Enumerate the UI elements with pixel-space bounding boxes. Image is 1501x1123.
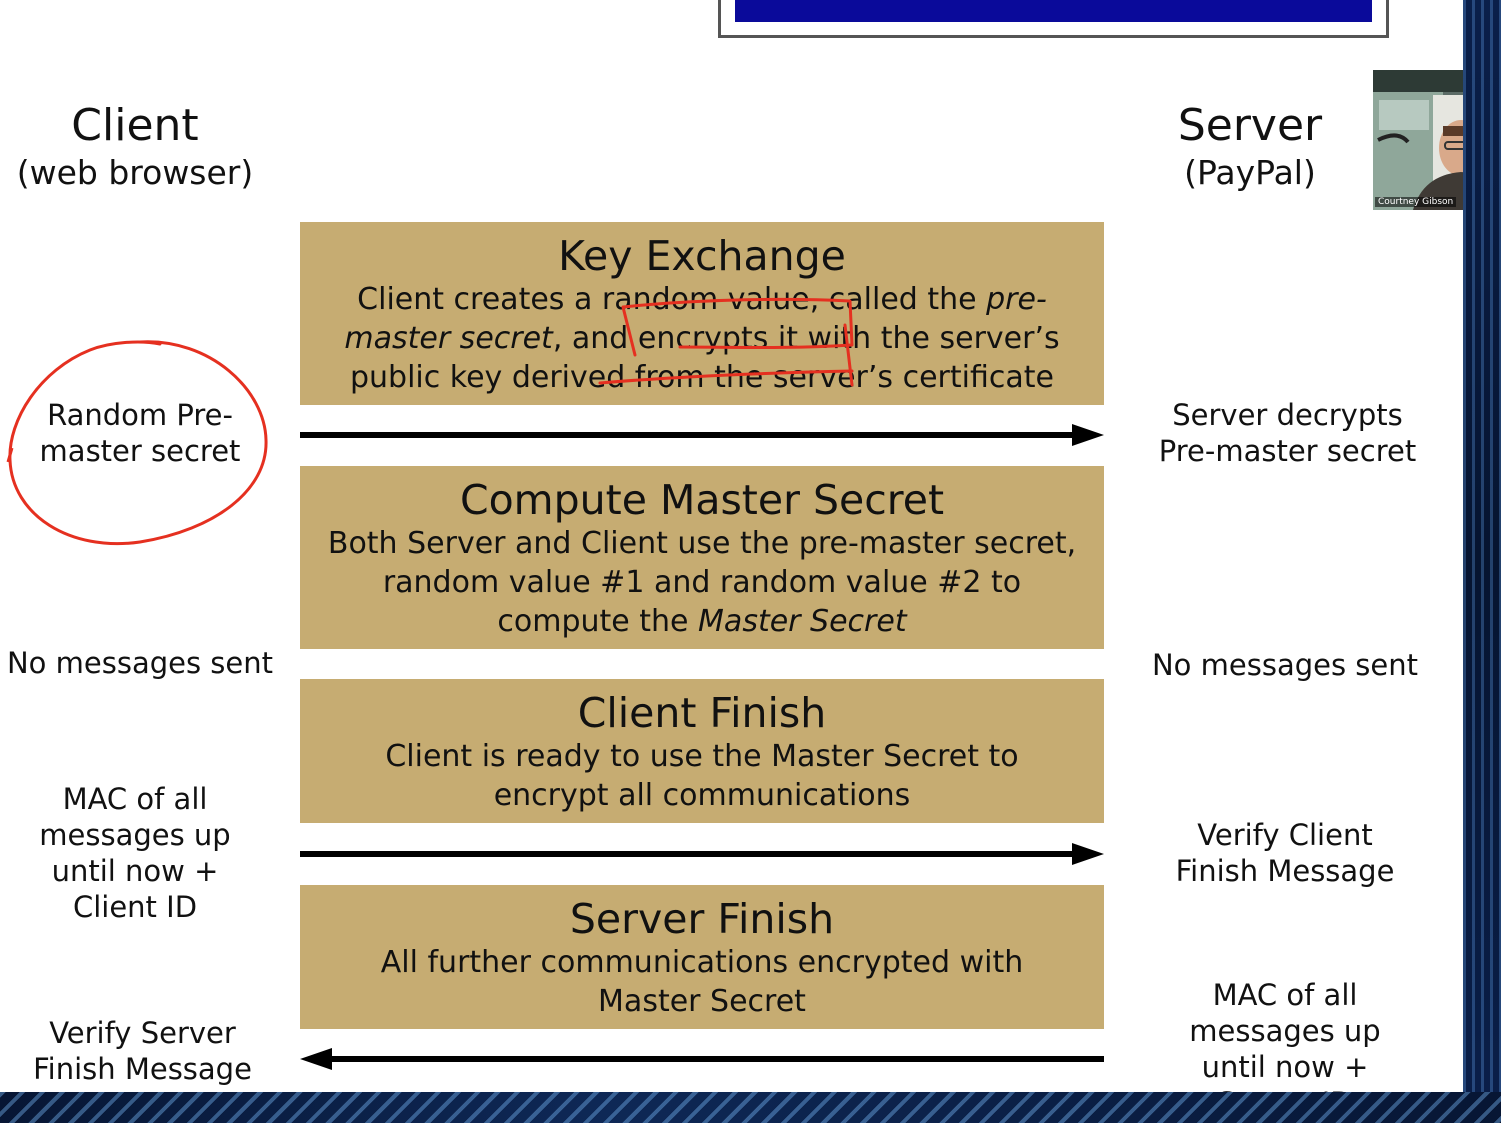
webcam-video[interactable]: Courtney Gibson	[1373, 70, 1463, 210]
arrow-client-to-server-1	[300, 424, 1104, 446]
client-header: Client (web browser)	[10, 100, 260, 192]
step-title: Compute Master Secret	[459, 476, 945, 524]
step-body: Client is ready to use the Master Secret…	[300, 737, 1104, 815]
circuit-background-bottom	[0, 1092, 1501, 1123]
step-body: Both Server and Client use the pre-maste…	[300, 524, 1104, 641]
left-label-verify-server: Verify Server Finish Message	[33, 1016, 252, 1086]
right-label-no-messages: No messages sent	[1151, 648, 1418, 682]
server-header: Server (PayPal)	[1150, 100, 1350, 192]
step-box-server-finish: Server Finish All further communications…	[300, 885, 1104, 1029]
right-label-mac: MAC of all messages up until now + Serve…	[1189, 978, 1381, 1092]
step-body: All further communications encrypted wit…	[300, 943, 1104, 1021]
step-body-emphasis: Master Secret	[698, 604, 907, 639]
step-body-emphasis: pre-master secret	[344, 282, 1047, 356]
slide: Client (web browser) Server (PayPal) Key…	[0, 0, 1463, 1092]
step-title: Server Finish	[569, 895, 835, 943]
step-box-compute-master-secret: Compute Master Secret Both Server and Cl…	[300, 466, 1104, 649]
left-label-mac: MAC of all messages up until now + Clien…	[39, 782, 231, 924]
step-body-text: Client is ready to use the Master Secret…	[385, 739, 1019, 813]
step-title: Client Finish	[577, 689, 827, 737]
step-box-key-exchange: Key Exchange Client creates a random val…	[300, 222, 1104, 405]
client-title: Client	[71, 100, 199, 151]
server-subtitle: (PayPal)	[1184, 152, 1316, 192]
step-body-text: Both Server and Client use the pre-maste…	[327, 526, 1077, 639]
step-title: Key Exchange	[558, 232, 846, 280]
arrow-client-to-server-2	[300, 843, 1104, 865]
right-label-decrypts: Server decrypts Pre-master secret	[1158, 398, 1417, 468]
server-title: Server	[1177, 100, 1323, 151]
left-label-premaster: Random Pre-master secret	[39, 398, 241, 468]
top-banner-bar	[735, 0, 1372, 22]
top-banner-frame	[718, 0, 1389, 38]
webcam-participant-name: Courtney Gibson	[1375, 197, 1457, 207]
step-body-text: All further communications encrypted wit…	[380, 945, 1024, 1019]
circuit-background-right	[1463, 0, 1501, 1123]
left-label-no-messages: No messages sent	[6, 646, 273, 680]
client-subtitle: (web browser)	[16, 152, 254, 192]
right-label-verify-client: Verify Client Finish Message	[1175, 818, 1395, 888]
arrow-server-to-client	[300, 1048, 1104, 1070]
step-body: Client creates a random value, called th…	[300, 280, 1104, 397]
webcam-image	[1373, 70, 1463, 210]
step-body-text: Client creates a random value, called th…	[357, 282, 987, 317]
step-box-client-finish: Client Finish Client is ready to use the…	[300, 679, 1104, 823]
